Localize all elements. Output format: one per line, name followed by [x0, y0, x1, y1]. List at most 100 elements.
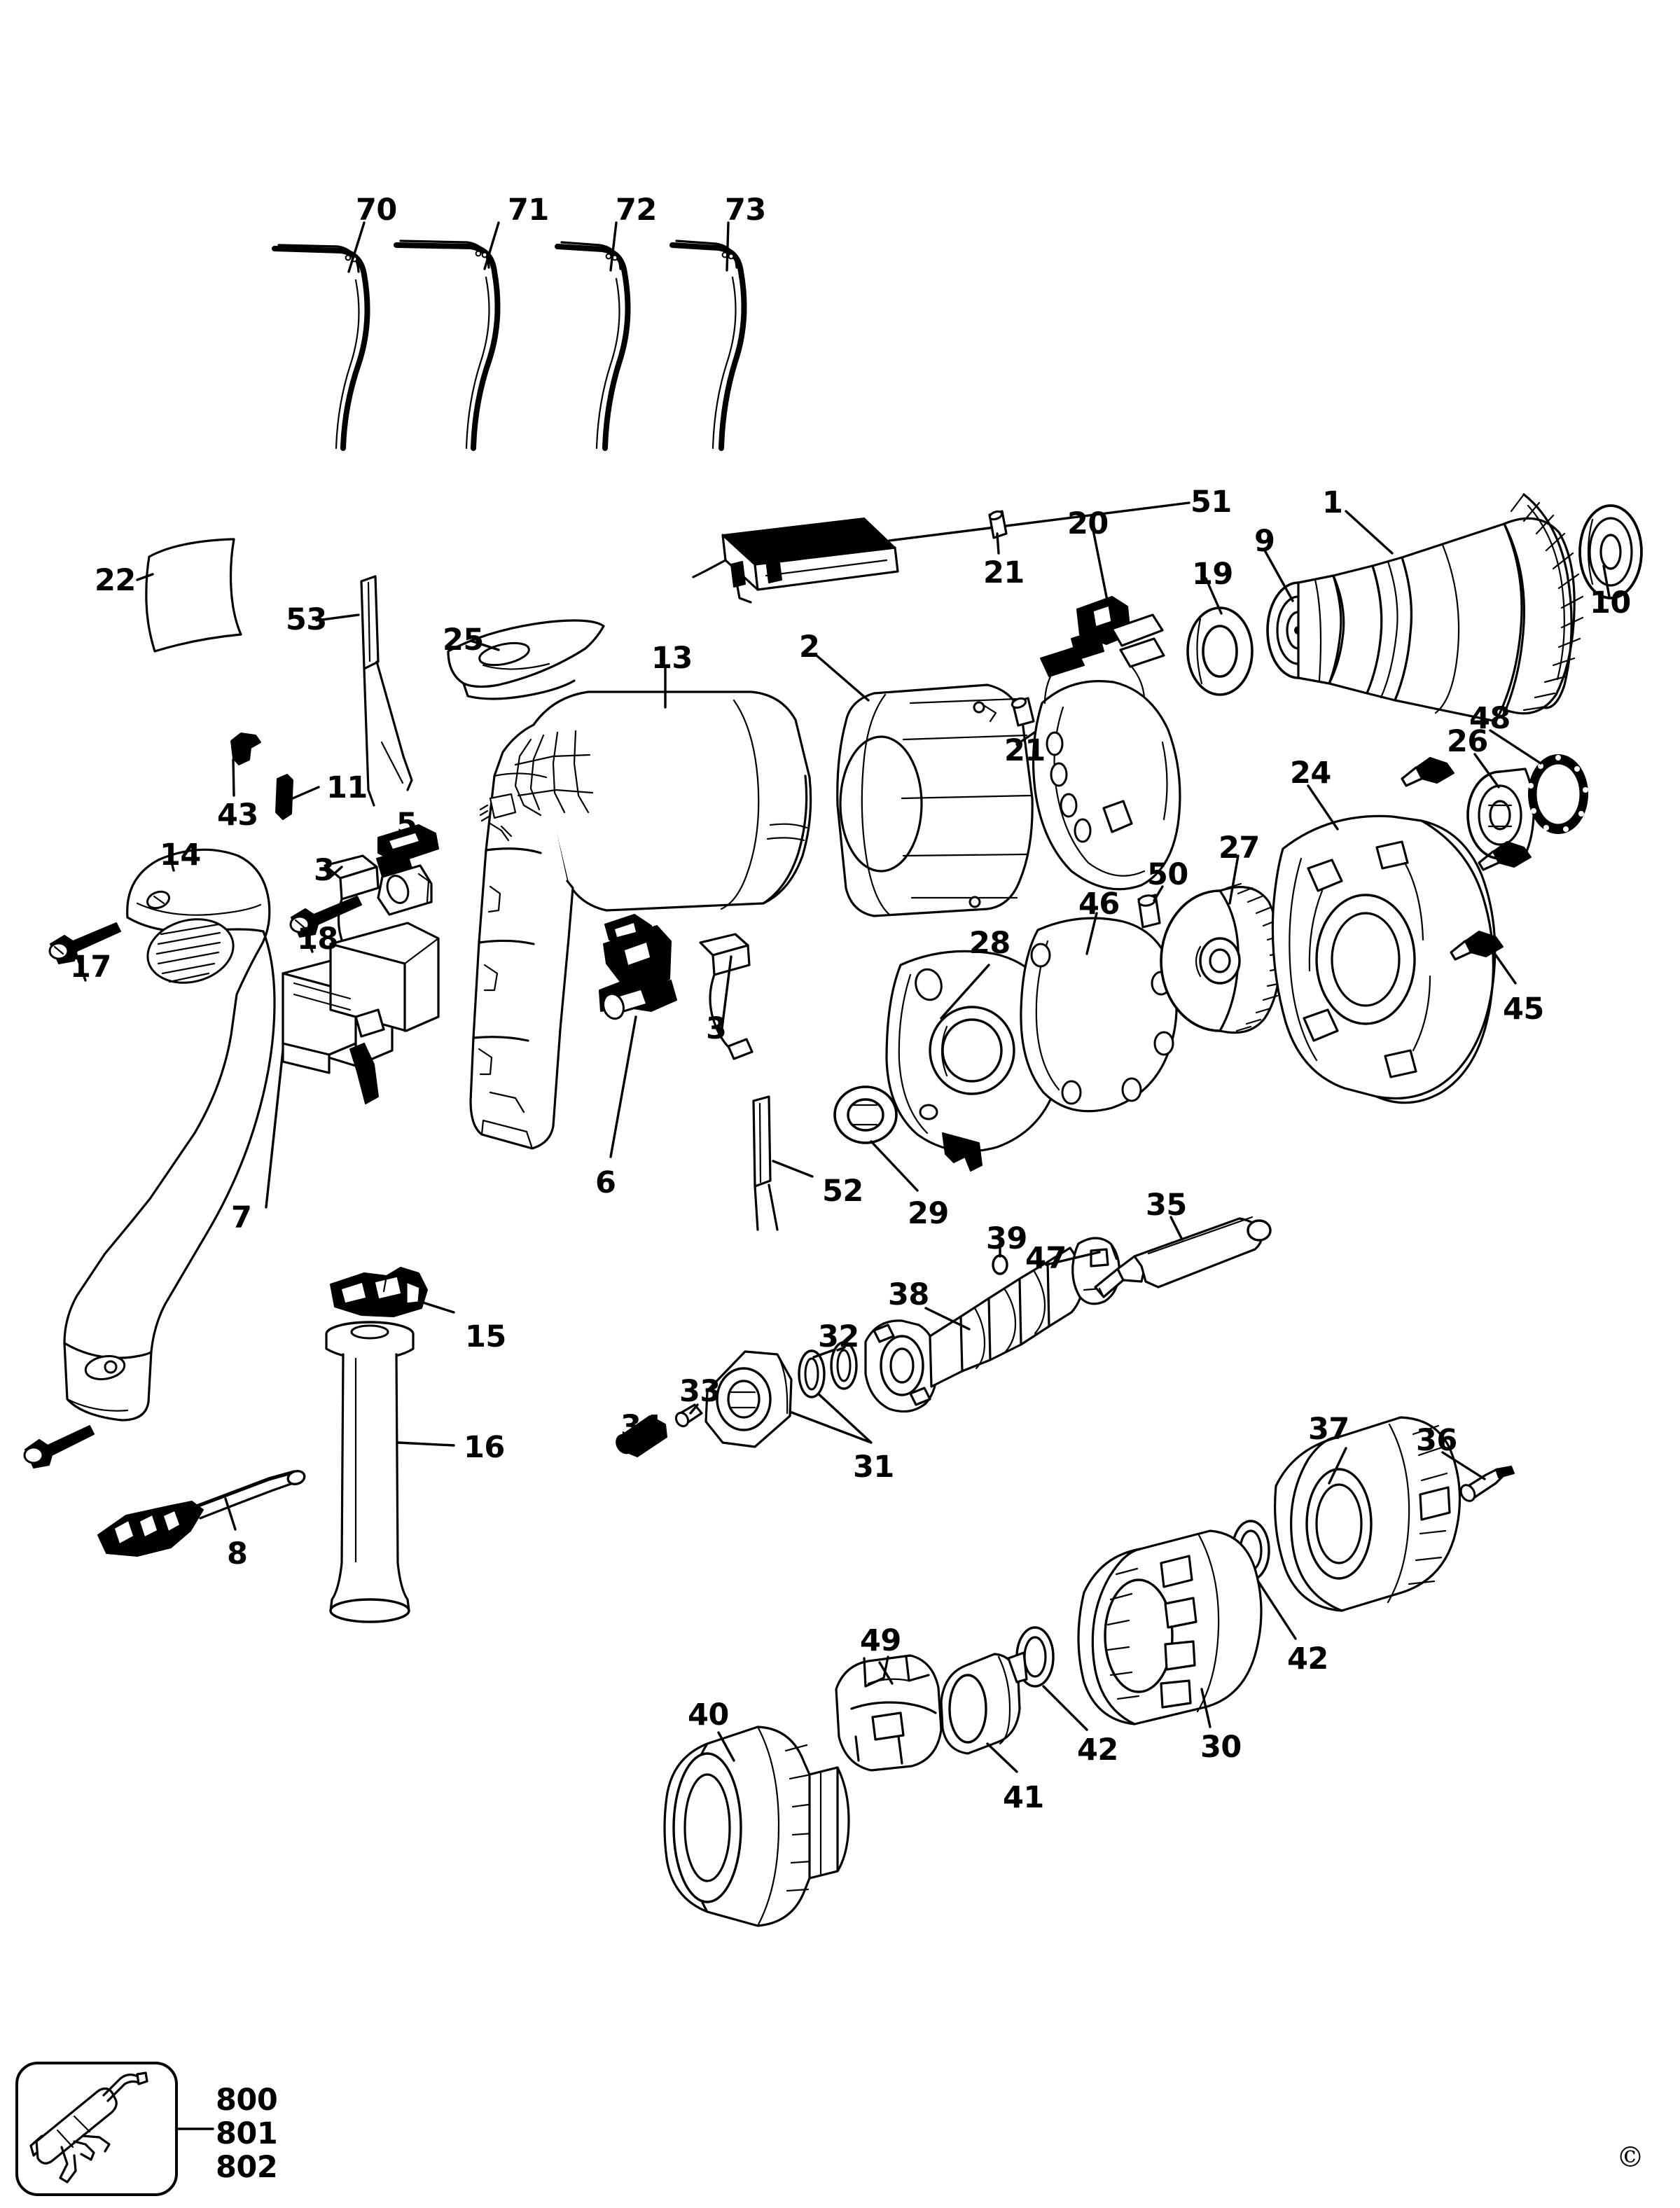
callout-3b: 3	[706, 1011, 727, 1046]
part-9-bearing	[1266, 574, 1342, 685]
leader-30	[1200, 1688, 1212, 1728]
leader-16	[396, 1441, 455, 1447]
callout-34: 34	[620, 1409, 662, 1444]
leader-33	[689, 1403, 699, 1415]
callout-8: 8	[227, 1536, 248, 1571]
part-16-depth-rod	[325, 1321, 415, 1623]
callout-46: 46	[1078, 887, 1120, 922]
callout-19: 19	[1192, 557, 1233, 592]
callout-14: 14	[160, 838, 201, 873]
part-48-wave-washer	[1528, 754, 1588, 834]
leader-15	[422, 1301, 455, 1314]
part-45-screw-c	[1450, 931, 1504, 961]
callout-36: 36	[1416, 1423, 1457, 1458]
leader-31	[789, 1391, 873, 1444]
leader-73	[726, 221, 730, 272]
leader-49	[878, 1661, 894, 1685]
part-1-armature	[1328, 493, 1584, 723]
leader-37	[1328, 1447, 1347, 1485]
leader-21a	[996, 532, 1000, 555]
legend-part-801: 801	[216, 2116, 278, 2151]
callout-18: 18	[297, 922, 338, 957]
callout-21: 21	[983, 555, 1025, 590]
callout-52: 52	[822, 1174, 863, 1209]
leader-48	[1489, 729, 1542, 765]
leader-42b	[1042, 1685, 1088, 1731]
callout-32: 32	[818, 1319, 859, 1354]
callout-7: 7	[231, 1200, 252, 1235]
leader-47	[1045, 1251, 1101, 1266]
part-24-gearcase	[1271, 814, 1497, 1104]
callout-73: 73	[725, 193, 766, 228]
part-27-gear	[1160, 882, 1286, 1034]
part-11-terminal	[275, 774, 293, 820]
part-40-chuck-body	[663, 1726, 850, 1927]
part-13-housing	[469, 690, 812, 1150]
leader-18	[304, 931, 314, 953]
leader-53	[315, 613, 360, 622]
leader-25	[469, 639, 500, 651]
callout-35: 35	[1146, 1188, 1187, 1223]
callout-16: 16	[464, 1430, 505, 1465]
leader-14	[168, 853, 175, 872]
callout-10: 10	[1590, 585, 1631, 620]
callout-2: 2	[799, 630, 820, 665]
part-51-suppressor	[692, 518, 899, 604]
part-32-washer-a	[798, 1349, 826, 1398]
callout-21b: 21	[1004, 733, 1046, 768]
leader-5	[408, 826, 424, 835]
leader-22	[136, 573, 154, 581]
caulking-gun-icon	[29, 2071, 148, 2183]
part-17-screw	[48, 922, 121, 964]
callout-48: 48	[1469, 701, 1511, 736]
leader-52	[772, 1160, 814, 1178]
leader-3	[328, 866, 343, 880]
callout-28: 28	[969, 926, 1011, 961]
callout-3: 3	[314, 853, 335, 888]
callout-45: 45	[1503, 992, 1544, 1027]
leader-10	[1602, 564, 1611, 598]
leader-1	[1345, 510, 1394, 555]
callout-70: 70	[356, 193, 397, 228]
callout-41: 41	[1003, 1780, 1044, 1815]
part-38-spindle-shaft	[864, 1247, 1084, 1413]
leader-32b	[836, 1346, 846, 1352]
legend-part-802: 802	[216, 2150, 278, 2185]
part-29-washer	[833, 1085, 898, 1144]
copyright-mark: ©	[1616, 2141, 1644, 2174]
callout-53: 53	[286, 602, 327, 637]
cable-assembly-71	[394, 239, 501, 451]
cable-assembly-73	[669, 239, 747, 451]
cable-assembly-70	[272, 244, 370, 451]
part-5-brush-cap	[376, 824, 439, 916]
leader-2	[815, 654, 870, 702]
callout-15: 15	[465, 1319, 506, 1354]
part-14-side-handle	[63, 848, 276, 1422]
fan-blades	[1510, 493, 1584, 711]
callout-39: 39	[986, 1221, 1027, 1256]
leader-70	[347, 221, 366, 273]
part-20-brush-holder	[1032, 596, 1181, 891]
callout-1: 1	[1322, 485, 1343, 520]
callout-31: 31	[853, 1450, 894, 1485]
callout-47: 47	[1025, 1241, 1067, 1276]
callout-51: 51	[1190, 485, 1232, 520]
callout-42b: 42	[1077, 1733, 1118, 1768]
leader-9	[1263, 549, 1294, 602]
part-45-screw-b	[1478, 841, 1532, 871]
leader-42a	[1255, 1577, 1297, 1640]
wave-washer-notches	[1528, 755, 1588, 832]
part-33-pin	[674, 1403, 703, 1428]
leader-11	[291, 786, 320, 800]
part-47-clip	[1071, 1237, 1120, 1305]
leader-38	[924, 1307, 971, 1331]
callout-29: 29	[908, 1196, 949, 1231]
part-21-carbon-brush-a	[988, 510, 1008, 539]
callout-43: 43	[217, 798, 258, 833]
part-17b-screw	[23, 1425, 95, 1468]
callout-24: 24	[1290, 756, 1331, 791]
callout-37: 37	[1308, 1412, 1349, 1447]
callout-30: 30	[1200, 1730, 1242, 1765]
callout-26: 26	[1447, 724, 1488, 759]
